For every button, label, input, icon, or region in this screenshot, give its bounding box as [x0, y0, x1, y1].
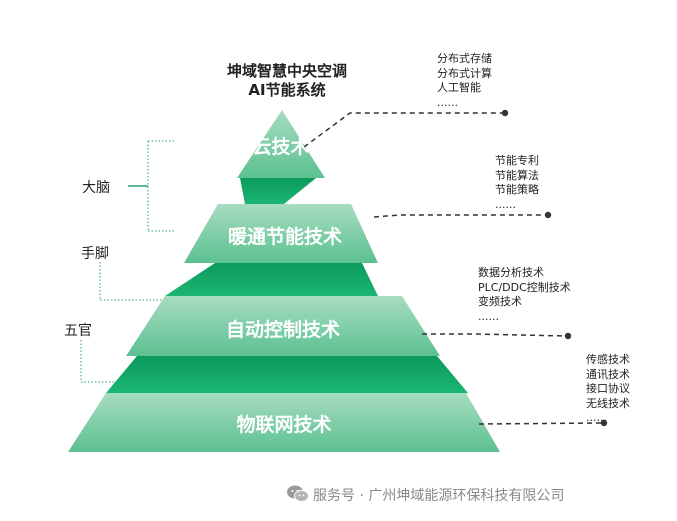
- note-line: ......: [437, 95, 458, 109]
- leader-line-iot: [478, 422, 604, 425]
- note-hvac: 节能专利 节能算法 节能策略 ......: [495, 154, 539, 212]
- title-line-2: AI节能系统: [248, 81, 326, 99]
- layer-label-cloud: 云技术: [252, 136, 310, 158]
- layer-hvac: [184, 204, 378, 263]
- diagram-title: 坤域智慧中央空调 AI节能系统: [197, 62, 377, 100]
- note-line: 通讯技术: [586, 367, 630, 381]
- side-label-brain: 大脑: [82, 180, 110, 196]
- connector-band-2: [165, 263, 378, 296]
- brain-bracket: [147, 140, 176, 232]
- layer-label-hvac: 暖通节能技术: [227, 226, 342, 248]
- layer-label-iot: 物联网技术: [236, 414, 332, 436]
- note-line: 分布式计算: [437, 66, 492, 80]
- note-iot: 传感技术 通讯技术 接口协议 无线技术 ......: [586, 353, 630, 426]
- footer-watermark: 服务号 · 广州坤域能源环保科技有限公司: [313, 488, 565, 504]
- note-line: 节能专利: [495, 154, 539, 167]
- note-line: 节能算法: [495, 168, 539, 182]
- note-line: ......: [495, 197, 516, 211]
- note-cloud: 分布式存储 分布式计算 人工智能 ......: [437, 52, 492, 110]
- layer-label-automation: 自动控制技术: [225, 319, 340, 341]
- leader-dot-hvac: [544, 211, 552, 219]
- side-label-limbs: 手脚: [81, 246, 109, 262]
- leader-line-hvac: [373, 214, 547, 218]
- leader-dot-cloud: [501, 109, 509, 117]
- connector-band-3: [106, 356, 468, 393]
- layer-automation: [126, 296, 440, 356]
- note-line: 人工智能: [437, 81, 481, 94]
- note-line: 无线技术: [586, 396, 630, 410]
- note-line: PLC/DDC控制技术: [478, 280, 571, 294]
- note-line: 变频技术: [478, 295, 522, 308]
- leader-line-cloud: [303, 112, 504, 148]
- leader-dot-iot: [600, 419, 608, 427]
- leader-dot-automation: [564, 332, 572, 340]
- note-line: 数据分析技术: [478, 266, 544, 279]
- layer-cloud: [237, 110, 325, 178]
- note-line: 接口协议: [586, 382, 630, 395]
- layer-iot: [68, 393, 500, 452]
- connector-band-1: [240, 178, 316, 204]
- note-line: 传感技术: [586, 353, 630, 366]
- note-line: ......: [478, 309, 499, 323]
- title-line-1: 坤域智慧中央空调: [226, 62, 347, 80]
- note-line: ......: [586, 411, 607, 424]
- side-label-senses: 五官: [64, 323, 92, 339]
- note-automation: 数据分析技术 PLC/DDC控制技术 变频技术 ......: [478, 266, 571, 324]
- leader-line-automation: [422, 333, 568, 337]
- wechat-icon: [287, 485, 309, 502]
- note-line: 节能策略: [495, 183, 539, 196]
- limbs-connector: [99, 262, 162, 301]
- note-line: 分布式存储: [437, 52, 492, 65]
- senses-connector: [80, 340, 115, 383]
